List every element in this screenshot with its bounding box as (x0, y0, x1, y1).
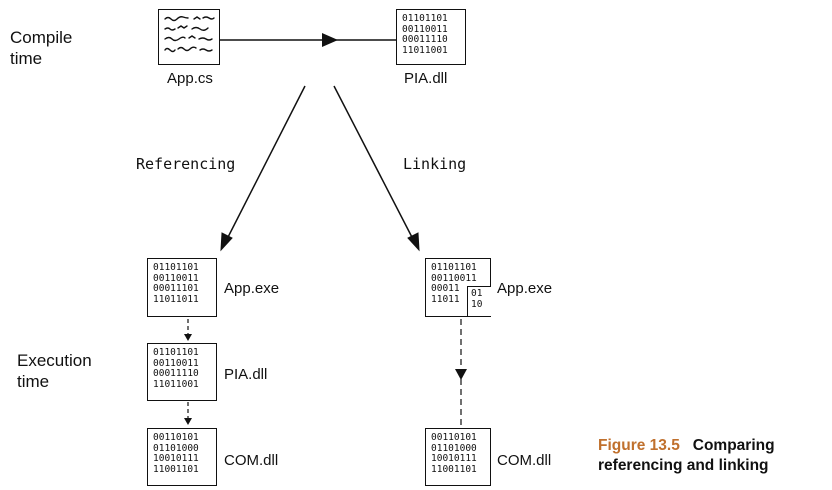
binary-line: 00110011 (153, 357, 199, 369)
left-com-dll-binary: 00110101 01101000 10010111 11001101 (147, 428, 217, 486)
scribble-text-icon (164, 16, 215, 53)
binary-line: 11011011 (153, 293, 199, 305)
right-com-dll-binary: 00110101 01101000 10010111 11001101 (425, 428, 491, 486)
referencing-label: Referencing (136, 155, 236, 173)
binary-line: 00110011 (402, 23, 448, 35)
figure-number: Figure 13.5 (598, 437, 680, 454)
compile-time-line1: Compile (10, 28, 73, 47)
binary-line: 00011110 (402, 34, 448, 45)
binary-line: 01101101 (402, 13, 448, 24)
source-file-icon (158, 9, 220, 65)
binary-line: 00110101 (431, 432, 477, 443)
app-to-pia-arrowhead (184, 334, 192, 341)
binary-line: 11001101 (153, 463, 199, 475)
binary-line: 10010111 (431, 453, 477, 464)
embedded-interop-types: 01 10 (467, 286, 491, 316)
figure-title-line2: referencing and linking (598, 457, 769, 474)
linked-app-to-com-arrowhead (455, 369, 467, 380)
pia-top-binary: 01101101 00110011 00011110 11011001 (396, 9, 466, 65)
linking-arrow (333, 85, 417, 246)
source-file-label: App.cs (167, 70, 213, 87)
binary-line: 01101000 (431, 442, 477, 454)
figure-caption: Figure 13.5 Comparing referencing and li… (598, 436, 775, 476)
left-pia-dll-label: PIA.dll (224, 366, 268, 383)
left-app-exe-binary: 01101101 00110011 00011101 11011011 (147, 258, 217, 317)
binary-line: 01101101 (153, 262, 199, 273)
embedded-binary-line: 10 (471, 298, 483, 310)
pia-top-label: PIA.dll (404, 70, 448, 87)
compile-arrowhead (322, 33, 338, 47)
binary-line: 11011 (431, 293, 460, 305)
compile-time-label: Compile time (10, 27, 72, 69)
right-app-exe-binary: 01101101 00110011 00011 11011 01 10 (425, 258, 491, 317)
execution-time-label: Execution time (17, 350, 92, 392)
execution-time-line2: time (17, 372, 50, 391)
binary-line: 00011 (431, 283, 460, 294)
referencing-arrowhead (220, 232, 233, 252)
pia-to-com-arrowhead (184, 418, 192, 425)
binary-line: 00110101 (153, 432, 199, 443)
binary-line: 11001101 (431, 463, 477, 475)
binary-line: 00110011 (153, 272, 199, 284)
right-app-exe-label: App.exe (497, 280, 553, 297)
binary-line: 01101101 (153, 347, 199, 358)
left-pia-dll-binary: 01101101 00110011 00011110 11011001 (147, 343, 217, 401)
binary-line: 00110011 (431, 272, 477, 284)
binary-line: 00011101 (153, 283, 199, 294)
binary-line: 01101000 (153, 442, 199, 454)
referencing-arrow (223, 85, 306, 246)
execution-time-line1: Execution (17, 351, 92, 370)
left-com-dll-label: COM.dll (224, 452, 279, 469)
linking-arrowhead (407, 232, 420, 252)
left-app-exe-label: App.exe (224, 280, 280, 297)
binary-line: 11011001 (402, 44, 448, 56)
binary-line: 00011110 (153, 368, 199, 379)
figure-title-line1: Comparing (692, 437, 775, 454)
embedded-binary-line: 01 (471, 288, 483, 299)
compile-time-line2: time (10, 49, 43, 68)
binary-line: 01101101 (431, 262, 477, 273)
linking-label: Linking (403, 155, 467, 173)
binary-line: 10010111 (153, 453, 199, 464)
binary-line: 11011001 (153, 378, 199, 390)
right-com-dll-label: COM.dll (497, 452, 552, 469)
